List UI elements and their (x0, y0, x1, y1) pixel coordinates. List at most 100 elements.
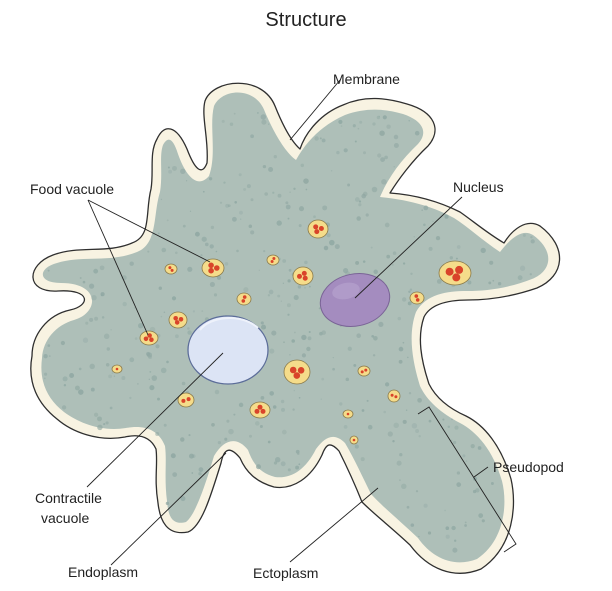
granule (267, 294, 271, 297)
granule (489, 260, 494, 265)
granule (444, 214, 449, 219)
food-vacuole (177, 392, 195, 408)
contractile-vacuole-label-line1: Contractile (35, 490, 102, 506)
granule (452, 547, 458, 553)
granule (361, 409, 365, 412)
granule (224, 437, 228, 441)
granule (456, 482, 462, 487)
food-particle (394, 395, 398, 399)
granule (467, 280, 472, 285)
contractile-vacuole-label-line2: vacuole (41, 510, 89, 526)
granule (372, 354, 376, 357)
food-particle (360, 370, 364, 374)
granule (378, 321, 384, 327)
granule (294, 331, 296, 334)
granule (97, 416, 102, 422)
food-particle (242, 295, 247, 299)
granule (371, 334, 375, 338)
granule (243, 287, 249, 293)
granule (155, 344, 160, 349)
granule (406, 505, 410, 509)
granule (82, 337, 89, 343)
granule (89, 317, 94, 322)
food-particle (293, 372, 301, 379)
granule (282, 259, 287, 263)
granule (89, 363, 95, 370)
food-vacuole (236, 292, 252, 306)
granule (227, 204, 231, 208)
granule (187, 266, 193, 272)
granule (201, 236, 207, 242)
granule (91, 295, 97, 301)
granule (99, 265, 105, 271)
granule (451, 439, 453, 442)
granule (283, 341, 285, 344)
granule (308, 330, 311, 334)
granule (181, 381, 186, 386)
granule (158, 286, 162, 290)
granule (209, 244, 214, 249)
granule (399, 479, 401, 481)
granule (490, 482, 494, 485)
granule (442, 418, 445, 421)
granule (454, 425, 459, 430)
food-particle (272, 257, 276, 260)
granule (303, 178, 309, 184)
granule (358, 200, 362, 203)
granule (234, 201, 237, 204)
granule (287, 279, 291, 283)
food-particle (352, 438, 356, 442)
granule (149, 370, 152, 373)
granule (355, 260, 360, 265)
granule (74, 385, 80, 391)
granule (384, 222, 390, 228)
granule (277, 294, 281, 298)
granule (62, 376, 68, 382)
food-vacuole (342, 409, 354, 419)
food-particle (143, 336, 149, 342)
ectoplasm-region (41, 92, 549, 563)
food-particle (260, 408, 266, 414)
food-vacuole (249, 401, 271, 419)
granule (69, 373, 75, 378)
granule (417, 397, 422, 403)
food-particle (168, 266, 172, 270)
granule (198, 467, 204, 472)
food-vacuole (349, 435, 359, 445)
granule (269, 348, 275, 354)
granule (373, 336, 378, 341)
food-particle (147, 333, 152, 338)
granule (384, 382, 390, 387)
granule (367, 424, 373, 430)
granule (194, 231, 200, 237)
granule (343, 268, 349, 274)
food-vacuoles (111, 219, 472, 445)
granule (250, 134, 254, 139)
granule (530, 239, 535, 244)
granule (189, 210, 192, 212)
granule (445, 534, 450, 539)
ectoplasm-label: Ectoplasm (253, 565, 318, 581)
granule (392, 251, 397, 255)
granule (163, 311, 166, 314)
granule (480, 247, 486, 254)
granule (379, 130, 385, 136)
granule (166, 219, 169, 222)
leader-lines (86, 79, 517, 566)
granule (334, 244, 340, 250)
food-vacuole (387, 389, 401, 403)
granule (288, 268, 292, 272)
food-particle (452, 273, 461, 282)
granule (462, 454, 466, 458)
food-particle (289, 366, 297, 374)
food-particle (254, 408, 260, 414)
granule (277, 193, 282, 198)
food-particle (178, 317, 184, 322)
granule (78, 389, 84, 395)
granule (168, 169, 173, 174)
granule (274, 456, 281, 463)
granule (187, 327, 190, 330)
granule (301, 353, 306, 358)
granule (529, 273, 532, 276)
granule (259, 424, 263, 429)
